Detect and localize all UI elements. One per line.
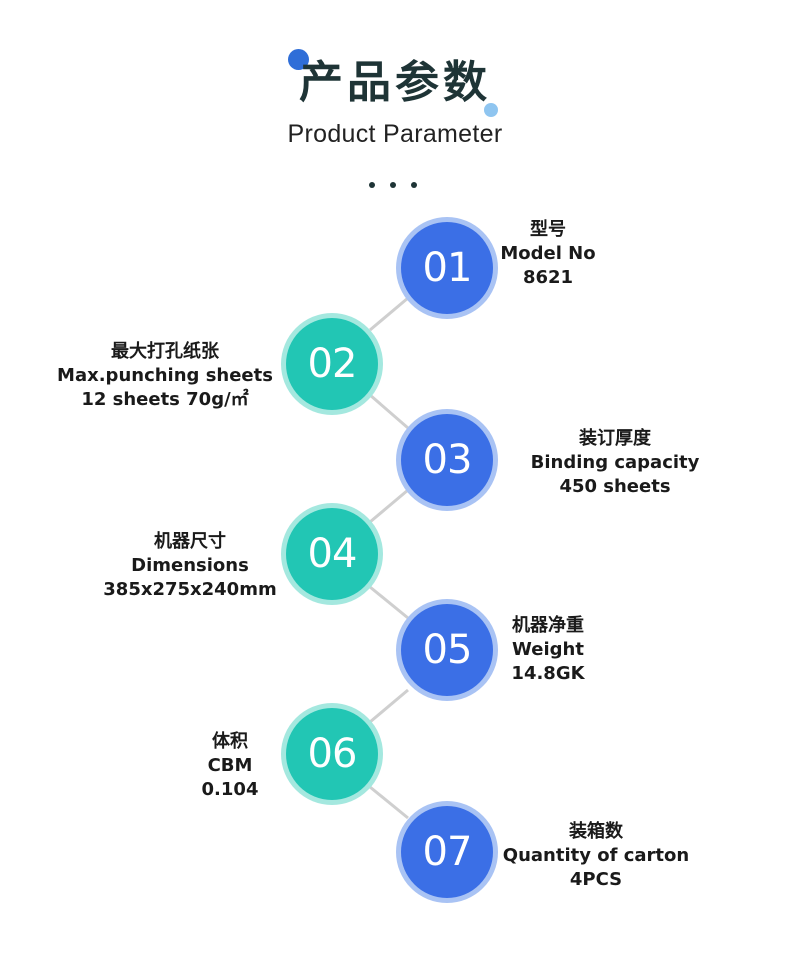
param-label-cn: 机器净重 [512,615,584,636]
ellipsis-dots [368,182,424,190]
param-label-cn: 最大打孔纸张 [111,341,219,362]
param-weight: 机器净重 Weight 14.8GK [496,614,600,686]
param-value: 4PCS [569,869,623,890]
step-circle-02: 02 [286,318,378,410]
param-label-cn: 装订厚度 [579,428,651,449]
step-circle-07: 07 [401,806,493,898]
connector-2-3 [369,393,409,430]
param-label-cn: 体积 [212,731,248,752]
step-circle-03: 03 [401,414,493,506]
param-value: 385x275x240mm [103,579,277,600]
param-value: 14.8GK [511,663,585,684]
param-label-en: Model No [500,243,596,264]
decor-dot-blue [288,49,309,70]
param-binding-capacity: 装订厚度 Binding capacity 450 sheets [520,427,710,499]
connector-6-7 [369,785,409,820]
page-title: 产品参数 [299,57,491,108]
connector-1-2 [369,296,409,332]
step-circle-05: 05 [401,604,493,696]
param-value: 0.104 [201,779,259,800]
param-label-en: CBM [207,755,253,776]
param-value: 12 sheets 70g/㎡ [81,389,249,410]
param-label-cn: 型号 [530,219,566,240]
param-label-cn: 装箱数 [569,821,623,842]
page-subtitle: Product Parameter [287,120,503,148]
param-label-en: Weight [512,639,584,660]
connector-5-6 [369,688,409,724]
connector-4-5 [369,585,409,620]
step-circle-04: 04 [286,508,378,600]
param-model: 型号 Model No 8621 [478,218,618,290]
step-circle-06: 06 [286,708,378,800]
param-carton-quantity: 装箱数 Quantity of carton 4PCS [496,820,696,892]
connector-3-4 [369,488,409,524]
param-max-punching: 最大打孔纸张 Max.punching sheets 12 sheets 70g… [50,340,280,412]
param-cbm: 体积 CBM 0.104 [190,730,270,802]
decor-dot-light [484,103,498,117]
param-value: 450 sheets [559,476,671,497]
param-label-en: Max.punching sheets [57,365,273,386]
param-label-cn: 机器尺寸 [154,531,226,552]
param-dimensions: 机器尺寸 Dimensions 385x275x240mm [98,530,282,602]
step-circle-01: 01 [401,222,493,314]
param-value: 8621 [522,267,574,288]
title-block: 产品参数 [0,48,790,118]
param-label-en: Quantity of carton [502,845,690,866]
param-label-en: Dimensions [131,555,249,576]
param-label-en: Binding capacity [530,452,700,473]
